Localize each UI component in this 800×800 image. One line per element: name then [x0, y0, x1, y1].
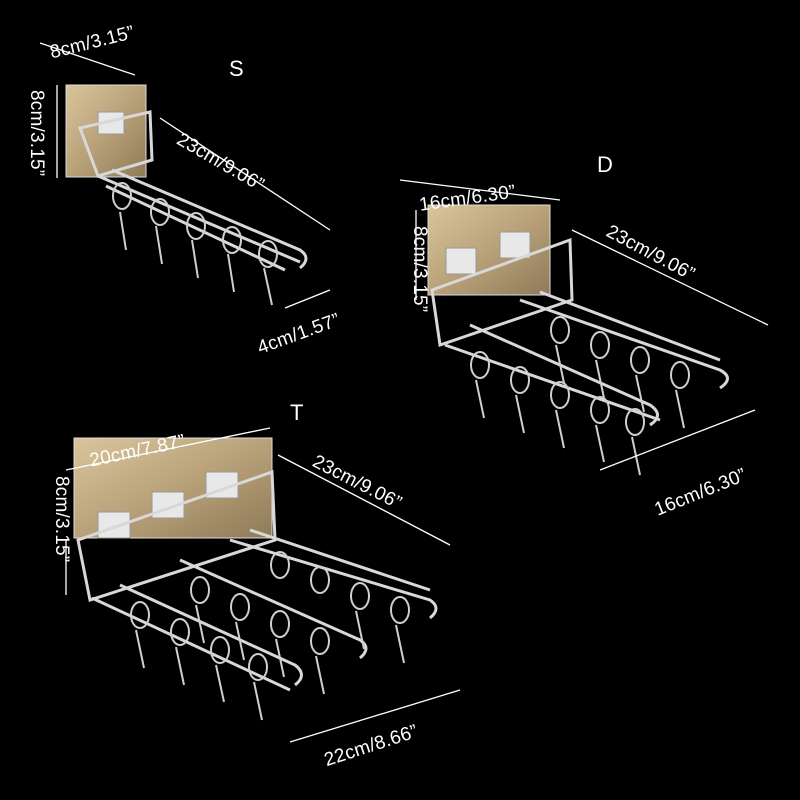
clips-t: [130, 551, 410, 721]
rack-d: [427, 204, 729, 476]
clips-s: [112, 182, 278, 306]
t-height-label: 8cm/3.15”: [51, 476, 72, 563]
s-height-label: 8cm/3.15”: [26, 90, 47, 177]
rack-frame-t: [76, 469, 438, 692]
rack-frame-s: [77, 110, 308, 272]
size-label-d: D: [597, 152, 613, 177]
rack-frame-d: [430, 237, 729, 427]
d-height-label: 8cm/3.15”: [409, 226, 430, 313]
hook-clip: [499, 231, 531, 259]
dimension-lines: [39, 42, 769, 743]
hook-clip: [445, 247, 477, 275]
size-label-s: S: [229, 56, 244, 81]
size-label-t: T: [290, 400, 304, 425]
rack-s: [65, 84, 308, 306]
clips-d: [470, 316, 690, 476]
rack-t: [73, 437, 438, 721]
